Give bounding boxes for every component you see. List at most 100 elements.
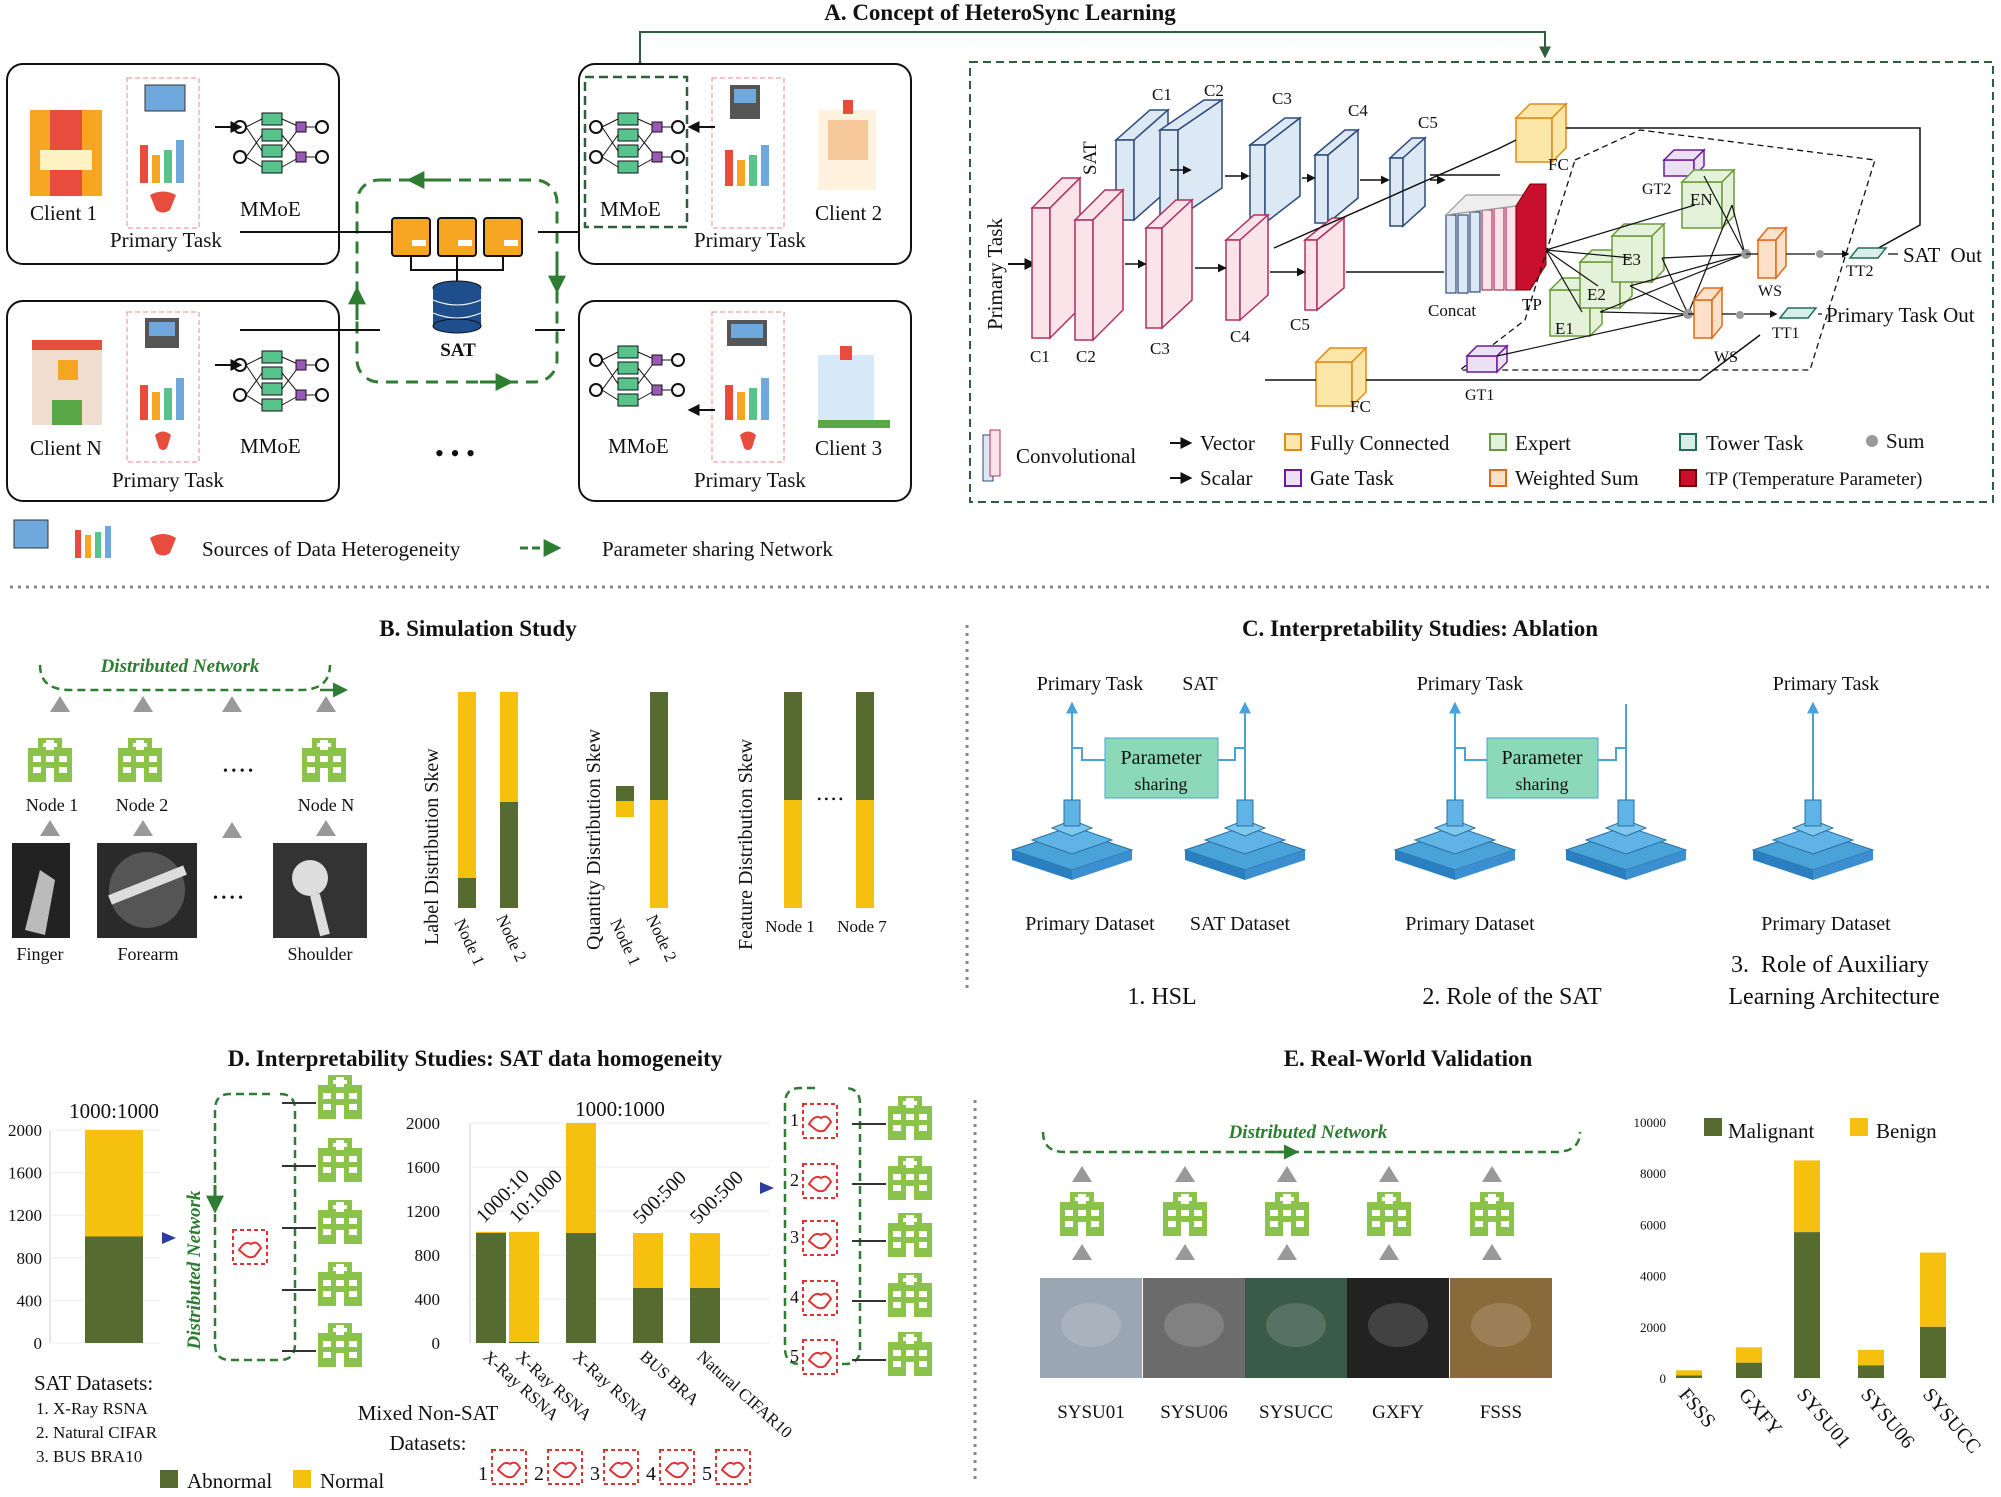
e-site-label: SYSU01 — [1057, 1402, 1125, 1423]
client-1-primary-task: Primary Task — [110, 228, 222, 252]
d-right-bar-abnormal — [566, 1233, 596, 1343]
mixed-non-sat-1: Mixed Non-SAT — [358, 1401, 499, 1425]
d-network-label: Distributed Network — [184, 1190, 205, 1350]
d-left-ytick: 0 — [34, 1334, 43, 1353]
folder-icon — [483, 217, 523, 257]
arch-legend: Convolutional Vector Scalar Fully Connec… — [982, 429, 1925, 490]
ultrasound-lesion — [1164, 1303, 1224, 1347]
e-ytick: 10000 — [1634, 1115, 1667, 1130]
d-right-bar-abnormal — [690, 1288, 720, 1343]
e-network-label: Distributed Network — [1228, 1122, 1388, 1143]
hospital-icon — [888, 1096, 932, 1140]
e-xlabel: SYSU01 — [1792, 1384, 1855, 1453]
hospital-icon — [118, 738, 162, 782]
legend-fully-connected: Fully Connected — [1310, 431, 1450, 455]
d-right-num: 1 — [790, 1110, 799, 1130]
hospital-icon — [318, 1138, 362, 1182]
label-skew-node1-abnormal — [458, 878, 476, 908]
d-right-num: 4 — [790, 1287, 799, 1307]
e-bar-benign — [1858, 1349, 1884, 1366]
panel-d-title: D. Interpretability Studies: SAT data ho… — [228, 1046, 723, 1071]
handshake-icon — [659, 1449, 695, 1485]
c2-primary-task: Primary Task — [1417, 673, 1524, 695]
legend-abnormal: Abnormal — [187, 1469, 272, 1493]
d-right-num: 5 — [790, 1346, 799, 1366]
e-xlabel: SYSUCC — [1918, 1384, 1985, 1458]
arch-e3: E3 — [1622, 250, 1641, 269]
e-bar-malignant — [1794, 1232, 1820, 1378]
arch-fc-bottom: FC — [1350, 397, 1371, 416]
d-right-network: 1 2 3 4 5 — [760, 1086, 932, 1376]
client-n-primary-task: Primary Task — [112, 468, 224, 492]
d-right-ytick: 800 — [415, 1246, 441, 1265]
client-n-mmoe: MMoE — [240, 434, 301, 458]
mixed-num: 1 — [478, 1463, 488, 1485]
handshake-icon — [547, 1449, 583, 1485]
handshake-icon — [491, 1449, 527, 1485]
e-ytick: 0 — [1660, 1371, 1667, 1386]
client-3-primary-task: Primary Task — [694, 468, 806, 492]
arch-c3-top: C3 — [1272, 89, 1292, 108]
mixed-num: 5 — [702, 1463, 712, 1485]
e-up-arrow — [1175, 1244, 1195, 1260]
c1-sat: SAT — [1182, 673, 1218, 695]
feature-skew-node7-normal — [856, 800, 874, 908]
sat-dataset-1: 1. X-Ray RSNA — [36, 1399, 149, 1418]
label-skew-x1: Node 1 — [450, 916, 488, 969]
d-left-ytick: 800 — [17, 1249, 43, 1268]
legend-scalar: Scalar — [1200, 466, 1252, 490]
legend-convolutional: Convolutional — [1016, 444, 1136, 468]
hospital-icon — [888, 1273, 932, 1317]
panel-b-network: Distributed Network Node 1 Node 2 Node N… — [12, 656, 367, 964]
e-bar-malignant — [1676, 1375, 1702, 1378]
d-left-bar-normal — [85, 1130, 143, 1237]
e-site-label: SYSUCC — [1259, 1402, 1333, 1423]
e-up-arrow — [1379, 1244, 1399, 1260]
d-right-ytick: 2000 — [406, 1114, 440, 1133]
quantity-skew-ylabel: Quantity Distribution Skew — [583, 728, 605, 950]
feature-skew-x1: Node 1 — [765, 917, 815, 936]
client-3-label: Client 3 — [815, 436, 882, 460]
arch-c5-top: C5 — [1418, 113, 1438, 132]
ultrasound-image — [1245, 1278, 1347, 1378]
e-up-arrow — [1277, 1166, 1297, 1182]
hospital-icon — [302, 738, 346, 782]
arch-c2-bottom: C2 — [1076, 347, 1096, 366]
client-3-mmoe: MMoE — [608, 434, 669, 458]
client-2-box: MMoE Client 2 Primary Task — [578, 63, 912, 265]
panel-b-title: B. Simulation Study — [379, 616, 577, 641]
label-skew-node2-normal — [500, 692, 518, 802]
sat-label: SAT — [440, 340, 476, 361]
d-right-ytick: 0 — [432, 1334, 441, 1353]
e-ytick: 4000 — [1640, 1269, 1666, 1284]
ultrasound-image — [1143, 1278, 1245, 1378]
d-right-ratio: 500:500 — [686, 1167, 748, 1229]
client-3-box: MMoE Client 3 Primary Task — [578, 300, 912, 502]
sat-dataset-2: 2. Natural CIFAR — [36, 1423, 158, 1442]
d-right-ytick: 1600 — [406, 1158, 440, 1177]
ablation-1: Primary Task SAT Parameter sharing Prima… — [1011, 673, 1306, 1010]
feature-skew-x2: Node 7 — [837, 917, 887, 936]
e-ytick: 6000 — [1640, 1217, 1666, 1232]
d-right-num: 2 — [790, 1170, 799, 1190]
legend-vector: Vector — [1200, 431, 1255, 455]
label-skew-ylabel: Label Distribution Skew — [421, 748, 443, 945]
d-right-ytick: 1200 — [406, 1202, 440, 1221]
d-right-num: 3 — [790, 1227, 799, 1247]
panel-c-title: C. Interpretability Studies: Ablation — [1242, 616, 1598, 641]
arch-en: EN — [1690, 190, 1713, 209]
sat-dataset-3: 3. BUS BRA10 — [36, 1447, 142, 1466]
c2-param-2: sharing — [1516, 774, 1569, 794]
e-bar-benign — [1736, 1347, 1762, 1363]
c1-caption: 1. HSL — [1127, 984, 1196, 1010]
e-up-arrow — [1482, 1166, 1502, 1182]
arch-primary-out: Primary Task Out — [1826, 303, 1975, 327]
arch-e2: E2 — [1587, 285, 1606, 304]
c1-primary-dataset: Primary Dataset — [1025, 913, 1155, 935]
node-dots: • • • • — [223, 764, 253, 779]
e-bar-benign — [1794, 1160, 1820, 1233]
client-2-primary-task: Primary Task — [694, 228, 806, 252]
client-n-box: Client N MMoE Primary Task — [6, 300, 340, 502]
